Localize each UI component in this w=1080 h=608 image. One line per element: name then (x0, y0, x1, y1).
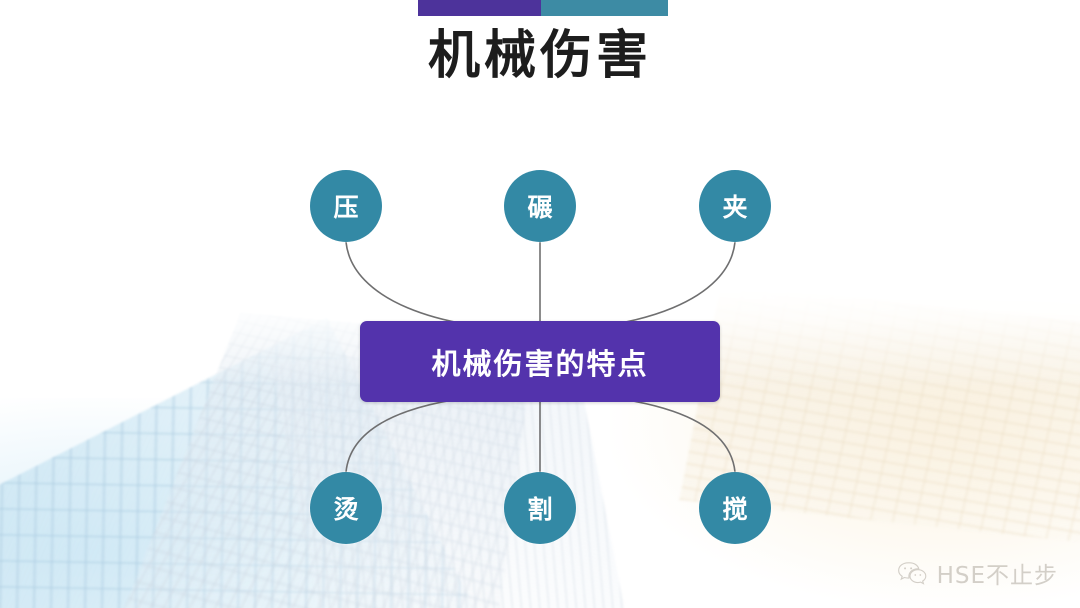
connector-bottom-right (542, 394, 735, 472)
node-bottom-2-label: 割 (527, 490, 552, 526)
connector-top-right (542, 242, 735, 330)
node-bottom-1[interactable]: 烫 (310, 472, 382, 544)
connector-top-left (346, 242, 538, 330)
connector-bottom-left (346, 394, 538, 472)
node-bottom-3-label: 搅 (722, 490, 747, 526)
watermark-text: HSE不止步 (937, 556, 1058, 590)
center-node-label: 机械伤害的特点 (431, 341, 648, 383)
center-node-box[interactable]: 机械伤害的特点 (360, 321, 720, 402)
node-top-3[interactable]: 夹 (699, 170, 771, 242)
wechat-icon (896, 560, 928, 586)
node-top-1-label: 压 (333, 188, 358, 224)
node-top-2-label: 碾 (527, 188, 552, 224)
node-top-1[interactable]: 压 (310, 170, 382, 242)
watermark: HSE不止步 (896, 556, 1058, 590)
node-top-3-label: 夹 (722, 188, 747, 224)
node-bottom-3[interactable]: 搅 (699, 472, 771, 544)
node-top-2[interactable]: 碾 (504, 170, 576, 242)
node-bottom-2[interactable]: 割 (504, 472, 576, 544)
node-bottom-1-label: 烫 (333, 490, 358, 526)
